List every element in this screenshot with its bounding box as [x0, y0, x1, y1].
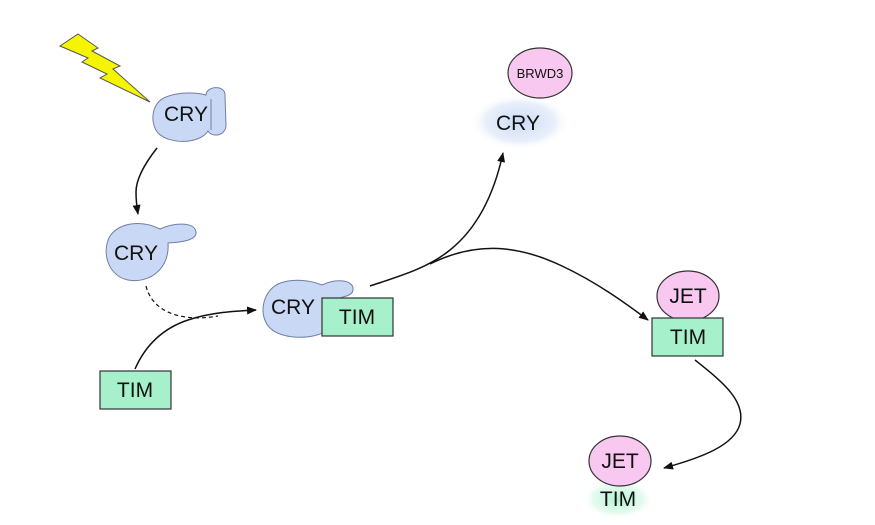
- brwd3-label: BRWD3: [517, 66, 564, 81]
- tim-complex-label: TIM: [339, 306, 375, 329]
- arrow-complex-to-jet: [429, 247, 649, 321]
- jet-tim-complex: JET TIM: [651, 270, 724, 357]
- arrow-complex-to-brwd3: [369, 152, 506, 287]
- tim-degraded-label: TIM: [600, 488, 636, 511]
- tim-complex-box: [321, 297, 394, 337]
- tim-degraded-glow: [582, 479, 654, 519]
- tim-bound-box: [651, 317, 724, 357]
- arrow-tim-to-complex: [134, 306, 257, 370]
- brwd3-node: [507, 47, 573, 99]
- dashed-cry-to-complex: [145, 285, 219, 319]
- cry-complex-label: CRY: [271, 296, 315, 319]
- lightning-bolt-icon: [58, 33, 151, 103]
- cry-light-label: CRY: [164, 103, 208, 126]
- jet-final-node: [588, 435, 652, 487]
- cry-light-node: CRY: [152, 87, 227, 142]
- tim-free-label: TIM: [117, 379, 153, 402]
- jet-tim-degraded-complex: TIM JET: [582, 435, 654, 519]
- cry-degraded-label: CRY: [496, 112, 540, 135]
- cry-active-label: CRY: [114, 242, 158, 265]
- cry-tim-complex: CRY TIM: [262, 279, 394, 338]
- tim-bound-label: TIM: [670, 326, 706, 349]
- jet-final-label: JET: [601, 450, 639, 473]
- cry-active-node: CRY: [105, 223, 197, 282]
- jet-bound-label: JET: [669, 285, 707, 308]
- arrow-cry-activation: [132, 147, 158, 215]
- cry-degraded-glow: [470, 94, 570, 150]
- brwd3-cry-complex: CRY BRWD3: [470, 47, 573, 150]
- arrow-jet-tim-degradation: [663, 359, 742, 470]
- tim-free-node: TIM: [99, 370, 172, 410]
